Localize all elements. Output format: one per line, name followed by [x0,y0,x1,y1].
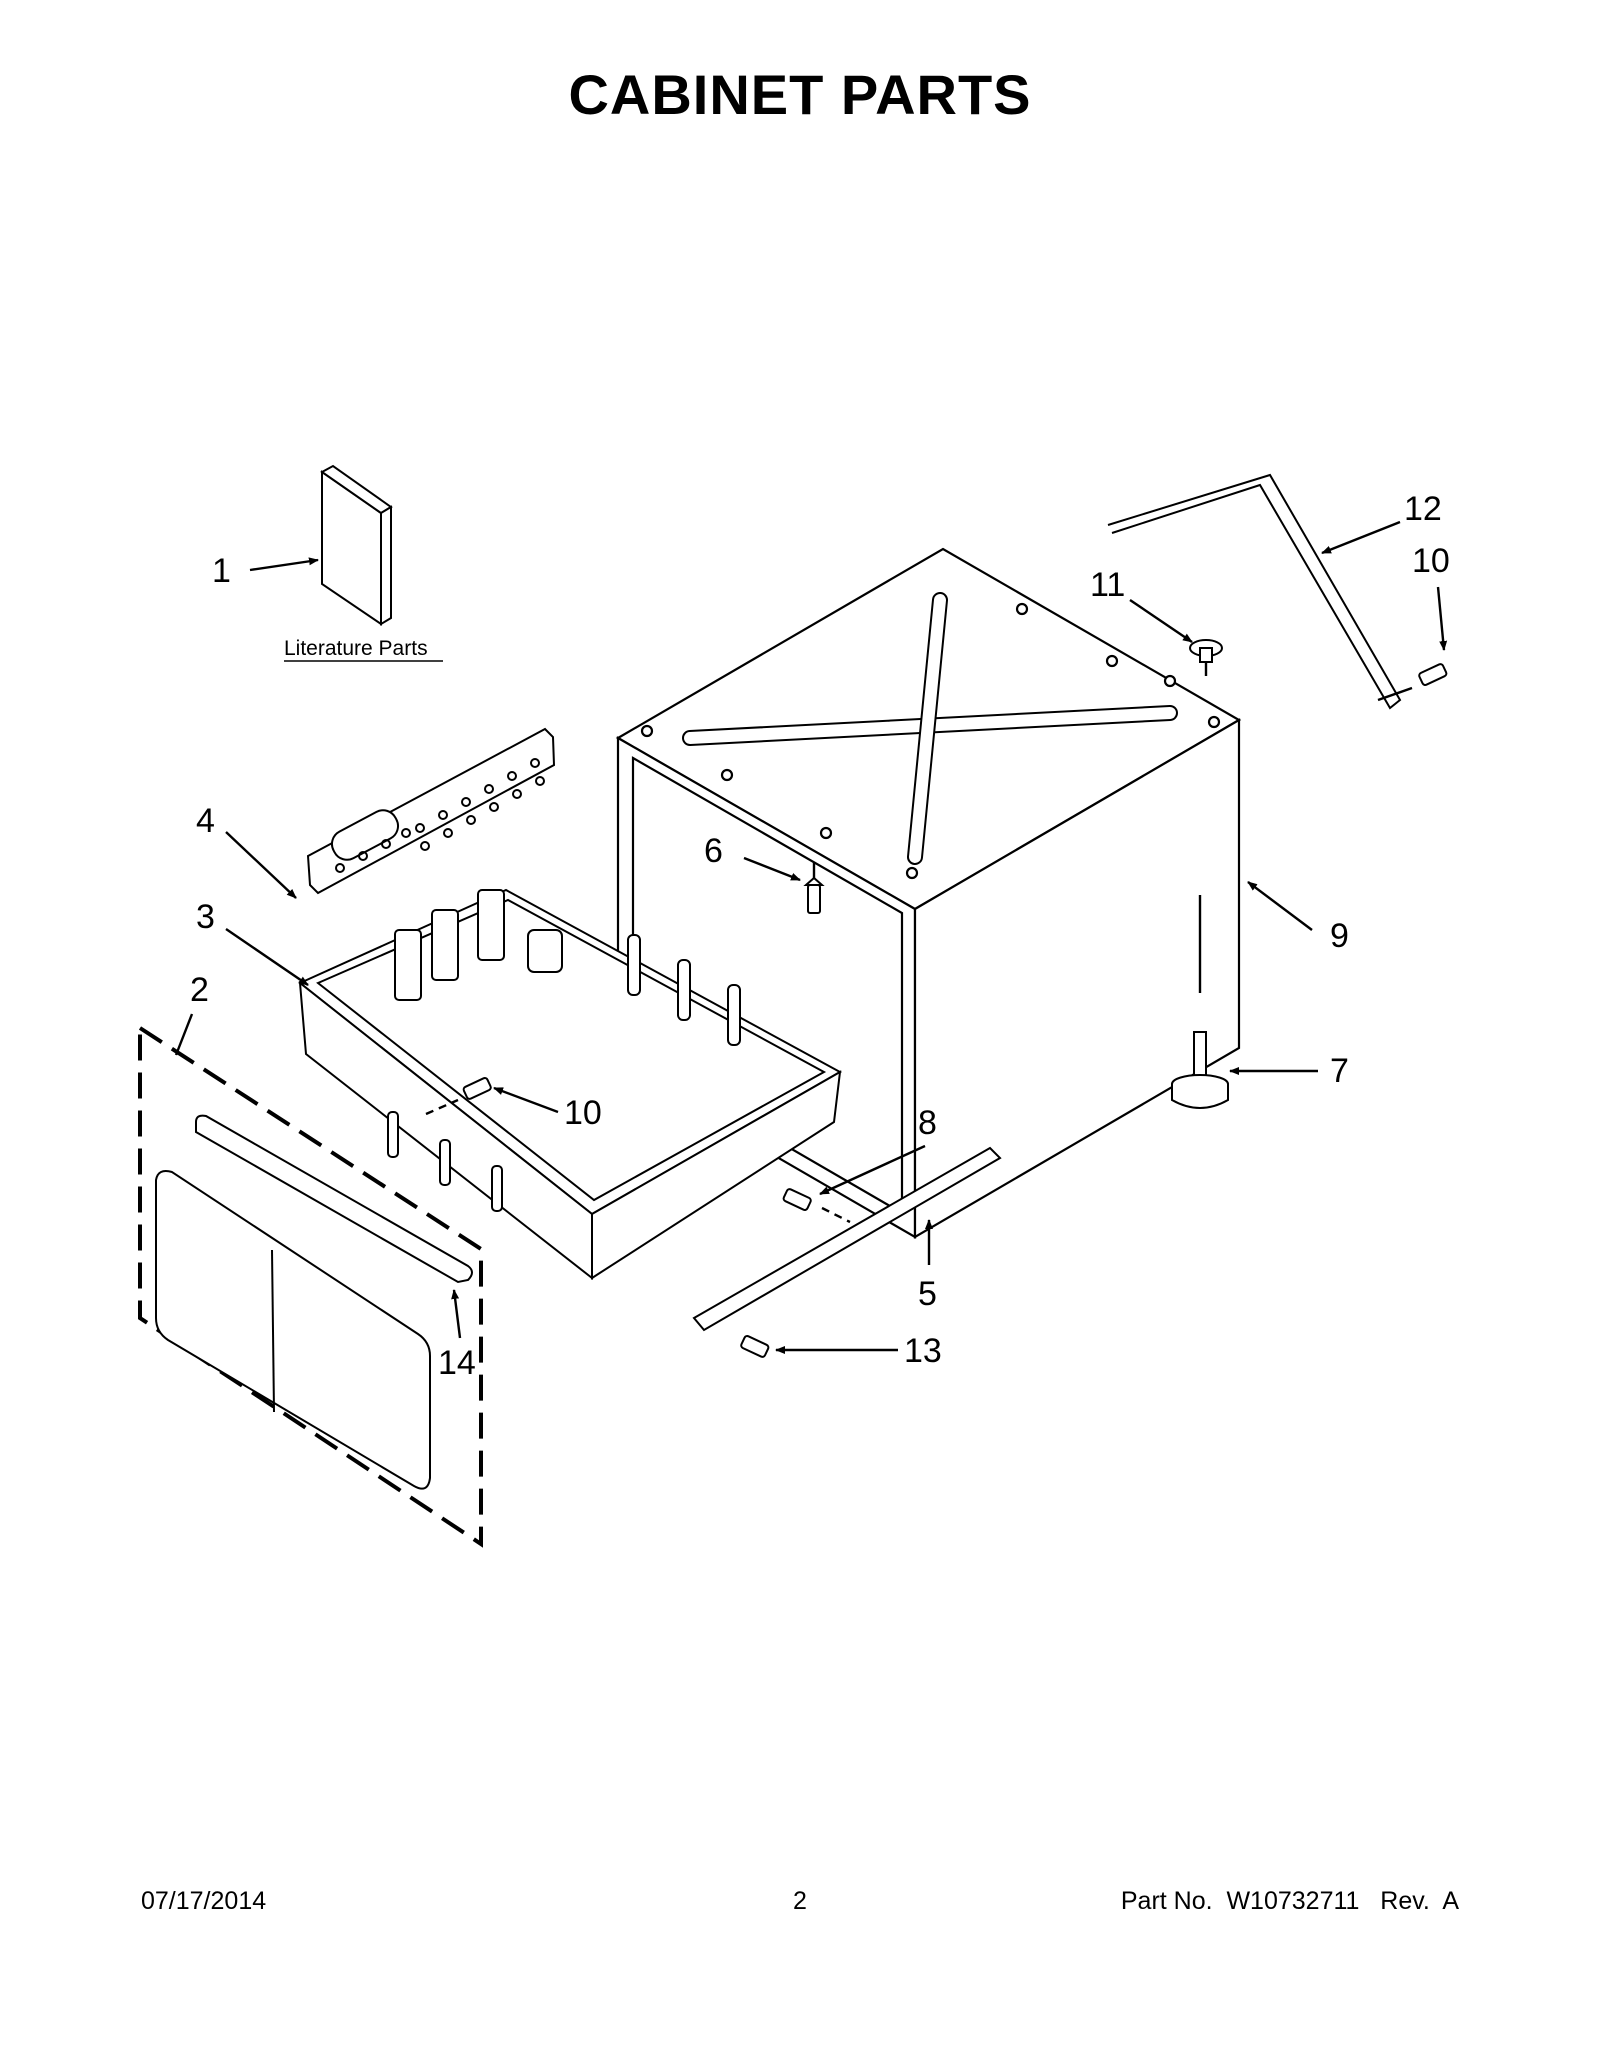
callout-13: 13 [904,1332,942,1370]
callout-1: 1 [212,552,231,590]
literature-parts-label: Literature Parts [284,637,428,660]
screw-part-10-bracket [1418,663,1448,686]
callout-8: 8 [918,1104,937,1142]
screw-part-13 [740,1335,770,1358]
callout-6: 6 [704,832,723,870]
callout-2: 2 [190,971,209,1009]
screw-part-8 [782,1188,812,1211]
footer-part-number: Part No. W10732711 Rev. A [1120,1887,1459,1915]
callout-11: 11 [1090,566,1125,604]
drawer-front-panel-part [155,1170,431,1490]
leader-1 [249,557,319,572]
leader-8 [819,1144,926,1196]
callout-9: 9 [1330,917,1349,955]
leader-6 [743,856,801,882]
leader-14 [451,1289,462,1339]
leader-9 [1247,881,1313,931]
footer-date: 07/17/2014 [141,1887,267,1915]
footer-page-number: 2 [793,1887,807,1915]
callout-10-bracket: 10 [1412,542,1450,580]
leader-lines [174,520,1448,1354]
screw-part-10-bin [462,1077,492,1100]
callout-5: 5 [918,1275,937,1313]
leader-3 [225,928,309,986]
leader-10b [1436,586,1448,651]
leader-10a-axis [425,1098,459,1116]
glide-cap-part-11 [1189,639,1223,663]
callout-14: 14 [438,1344,476,1382]
callout-7: 7 [1330,1052,1349,1090]
callout-3: 3 [196,898,215,936]
literature-book-part [320,464,393,626]
leader-10b-axis [1377,686,1413,702]
leader-12 [1321,520,1401,555]
callout-10-bin: 10 [564,1094,602,1132]
page-title: CABINET PARTS [568,63,1032,126]
drawer-front-assembly-boundary [138,1024,483,1548]
slide-rail-part [692,1146,1002,1332]
leader-2 [174,1013,194,1056]
leader-4 [225,831,297,899]
callout-12: 12 [1404,490,1442,528]
leveling-leg-part-7 [1171,1031,1229,1109]
drawer-bin-part [298,888,843,1281]
leveling-bracket-part [1107,473,1402,710]
leader-8-axis [821,1206,851,1224]
callout-4: 4 [196,802,215,840]
screw-part-6 [803,876,825,914]
leader-10a [493,1086,559,1114]
vent-grille-part [306,727,556,895]
leader-11 [1129,599,1193,643]
drawer-handle-part [195,1114,473,1284]
